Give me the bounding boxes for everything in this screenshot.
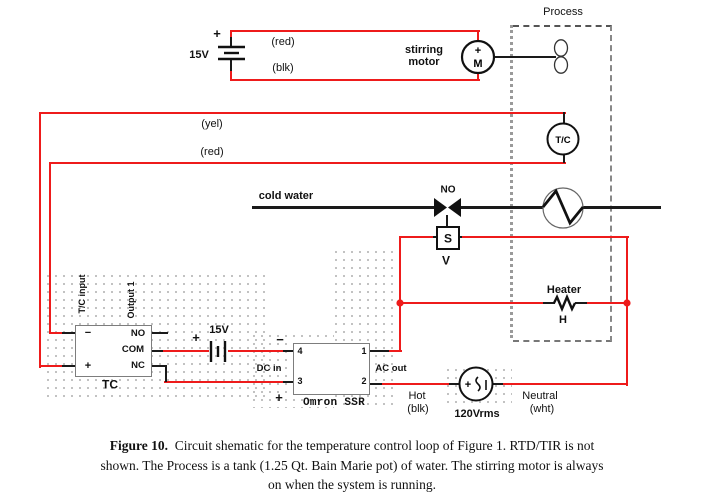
hot-wire-color-label: (blk) [407, 402, 429, 415]
output1-header: Output 1 [126, 281, 137, 319]
solenoid-letter: S [443, 231, 453, 246]
wire-left-inner [49, 162, 51, 334]
source-right-lead [491, 383, 503, 385]
wire-neutral [502, 383, 628, 385]
ssr-box [293, 343, 370, 395]
top-battery-voltage: 15V [189, 48, 209, 61]
wire-tc-yellow [40, 112, 566, 114]
heater-left-lead [543, 302, 555, 304]
nc-drop [165, 365, 167, 382]
red-wire-label: (red) [200, 145, 224, 158]
tc-plus-lead [62, 365, 77, 367]
tc-controller-box [75, 325, 152, 377]
tc-nc-terminal: NC [131, 359, 145, 371]
valve-state-label: NO [440, 184, 456, 196]
cold-water-pipe-left [252, 206, 437, 209]
wire-pin2-hot [381, 383, 450, 385]
tc-input-header: T/C input [77, 274, 88, 314]
process-boundary-box [513, 25, 612, 342]
stirring-motor-label: stirring motor [405, 43, 443, 68]
perfboard-dots [444, 366, 512, 406]
motor-top-wire-label: (red) [271, 35, 295, 48]
ssr-pin3: 3 [297, 376, 303, 387]
tc-minus-terminal: − [84, 326, 92, 339]
heater-right-lead [575, 302, 587, 304]
cold-water-label: cold water [258, 189, 314, 202]
tc-no-terminal: NO [130, 327, 146, 339]
motor-shaft-line [495, 56, 556, 58]
tc-bottom-stub [563, 150, 565, 163]
ssr-dc-in-label: DC in [256, 362, 282, 374]
wire-riser-left [399, 236, 401, 352]
caption-figure-number: Figure 10. [109, 438, 168, 453]
neutral-label: Neutral [522, 389, 558, 402]
no-stub [151, 332, 168, 334]
ssr-plus-label: + [275, 389, 283, 405]
wire-tc-minus-row [49, 332, 64, 334]
wire-solenoid-right [460, 236, 629, 238]
wire-nc-pin3 [164, 381, 284, 383]
wire-motor-right [477, 30, 479, 81]
hot-label: Hot [408, 389, 426, 402]
cold-water-pipe-mid [459, 206, 546, 209]
wire-tc-plus-row [39, 365, 64, 367]
yel-wire-label: (yel) [201, 117, 223, 130]
wire-solenoid-left [399, 236, 435, 238]
ac-voltage-label: 120Vrms [454, 407, 500, 420]
wire-com-battery [162, 350, 209, 352]
battery-top-stub [230, 37, 232, 47]
heater-letter: H [559, 313, 567, 326]
pin3-lead [283, 381, 294, 383]
dc-battery-voltage: 15V [209, 323, 229, 336]
wire-left-outer [39, 112, 41, 368]
cold-water-pipe-right [580, 206, 661, 209]
valve-solenoid-stub [446, 215, 448, 228]
process-label: Process [543, 5, 583, 18]
tc-name-label: TC [102, 377, 118, 392]
tc-plus-terminal: + [84, 359, 92, 372]
caption-line1: Figure 10. Circuit shematic for the temp… [109, 438, 595, 453]
neutral-wire-color-label: (wht) [529, 402, 555, 415]
valve-name-label: V [441, 253, 451, 268]
pin1-lead [369, 350, 389, 352]
wire-motor-left-lower [230, 70, 232, 81]
top-battery-plus: + [213, 25, 221, 41]
dc-battery-plus: + [192, 329, 200, 345]
ssr-pin4: 4 [297, 346, 303, 357]
figure-caption: Figure 10. Circuit shematic for the temp… [0, 436, 704, 495]
wire-battery-pin4 [228, 350, 284, 352]
wire-heater-left [399, 302, 545, 304]
process-boundary-left-edge [510, 25, 513, 338]
tc-com-terminal: COM [121, 343, 145, 355]
ssr-pin1: 1 [361, 346, 367, 357]
tc-top-stub [563, 112, 565, 126]
nc-lead [151, 365, 167, 367]
wire-motor-top [231, 30, 480, 32]
ssr-name-label: Omron SSR [302, 396, 366, 409]
solenoid-right-lead [458, 236, 462, 238]
caption-line2: shown. The Process is a tank (1.25 Qt. B… [100, 457, 604, 473]
dc-supply-top-battery-icon [218, 45, 245, 61]
heater-label: Heater [546, 283, 582, 296]
wire-heater-right [585, 302, 628, 304]
solenoid-left-lead [433, 236, 438, 238]
motor-bottom-wire-label: (blk) [272, 61, 294, 74]
com-lead [151, 350, 163, 352]
wire-tc-red [50, 162, 566, 164]
wire-motor-bottom [231, 79, 480, 81]
ssr-pin2: 2 [361, 376, 367, 387]
ssr-ac-out-label: AC out [375, 362, 407, 374]
battery-bottom-stub [230, 59, 232, 71]
wire-pin1-riser-foot [388, 350, 402, 352]
caption-line3: on when the system is running. [268, 477, 436, 492]
pin2-lead [369, 383, 382, 385]
wire-riser-right [626, 236, 628, 386]
source-left-lead [449, 383, 461, 385]
pin4-lead [283, 350, 294, 352]
tc-minus-lead [62, 332, 77, 334]
solenoid-box [436, 226, 460, 250]
ssr-minus-label: − [276, 331, 284, 347]
wire-motor-left-upper [230, 30, 232, 39]
